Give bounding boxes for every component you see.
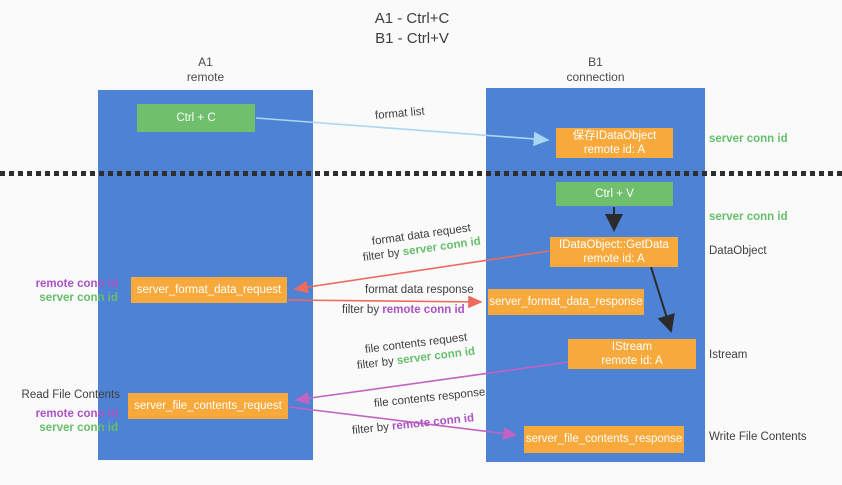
node-ctrl-v: Ctrl + V: [556, 182, 673, 206]
node-file-response-label: server_file_contents_response: [525, 433, 683, 446]
right-server-conn-id-1: server conn id: [709, 133, 788, 145]
column-b1-role: connection: [566, 70, 625, 84]
node-format-response-label: server_format_data_response: [489, 295, 643, 308]
column-header-a1: A1 remote: [98, 55, 313, 85]
arrow-label-filter-remote-2: filter by remote conn id: [351, 412, 474, 437]
left-conn-id-group-1: remote conn id server conn id: [0, 277, 118, 306]
title-line-2: B1 - Ctrl+V: [375, 30, 449, 48]
node-ctrl-c-label: Ctrl + C: [176, 111, 216, 124]
filter-remote-conn-id: remote conn id: [391, 412, 475, 433]
arrow-format-data-response: [287, 295, 483, 309]
node-format-request-label: server_format_data_request: [136, 283, 282, 296]
node-getdata-line2: remote id: A: [583, 253, 645, 265]
arrow-label-format-data-response: format data response: [365, 284, 474, 296]
node-ctrl-v-label: Ctrl + V: [595, 187, 634, 200]
dotted-separator-line: [0, 171, 842, 176]
label-dataobject: DataObject: [709, 245, 767, 257]
right-server-conn-id-2: server conn id: [709, 211, 788, 223]
node-server-file-contents-response: server_file_contents_response: [524, 426, 684, 453]
arrow-label-format-list: format list: [374, 105, 426, 122]
left-remote-conn-id-2: remote conn id: [35, 408, 118, 420]
left-remote-conn-id-1: remote conn id: [35, 278, 118, 290]
title-line-1: A1 - Ctrl+C: [374, 10, 450, 27]
node-server-format-data-response: server_format_data_response: [488, 289, 644, 315]
node-save-idataobject-line2: remote id: A: [583, 144, 646, 156]
label-istream: Istream: [709, 349, 748, 361]
arrow-label-filter-remote-1: filter by remote conn id: [342, 304, 465, 316]
node-server-format-data-request: server_format_data_request: [131, 277, 287, 303]
filter-prefix: filter by: [356, 355, 398, 372]
node-save-idataobject: 保存IDataObject remote id: A: [556, 128, 673, 158]
node-istream-line1: IStream: [611, 340, 653, 353]
filter-prefix: filter by: [351, 420, 393, 437]
node-save-idataobject-line1: 保存IDataObject: [572, 129, 657, 142]
filter-prefix: filter by: [342, 304, 383, 316]
left-server-conn-id-2: server conn id: [39, 422, 118, 435]
node-istream: IStream remote id: A: [568, 339, 696, 369]
column-a1-role: remote: [186, 70, 225, 84]
arrow-label-file-contents-response: file contents response: [373, 386, 486, 410]
column-header-b1: B1 connection: [486, 55, 705, 85]
column-b1-name: B1: [588, 55, 603, 69]
node-getdata-line1: IDataObject::GetData: [559, 238, 669, 251]
left-server-conn-id-1: server conn id: [39, 292, 118, 305]
node-file-request-label: server_file_contents_request: [134, 399, 282, 412]
node-server-file-contents-request: server_file_contents_request: [128, 393, 288, 419]
filter-remote-conn-id: remote conn id: [382, 304, 465, 316]
label-read-file-contents: Read File Contents: [21, 389, 120, 401]
node-istream-line2: remote id: A: [601, 355, 663, 367]
filter-prefix: filter by: [362, 246, 404, 264]
node-idataobject-getdata: IDataObject::GetData remote id: A: [550, 237, 678, 267]
diagram-title: A1 - Ctrl+C B1 - Ctrl+V: [312, 9, 512, 50]
node-ctrl-c: Ctrl + C: [137, 104, 255, 132]
label-write-file-contents: Write File Contents: [709, 431, 807, 443]
left-conn-id-group-2: remote conn id server conn id: [0, 407, 118, 436]
column-a1-name: A1: [198, 55, 213, 69]
